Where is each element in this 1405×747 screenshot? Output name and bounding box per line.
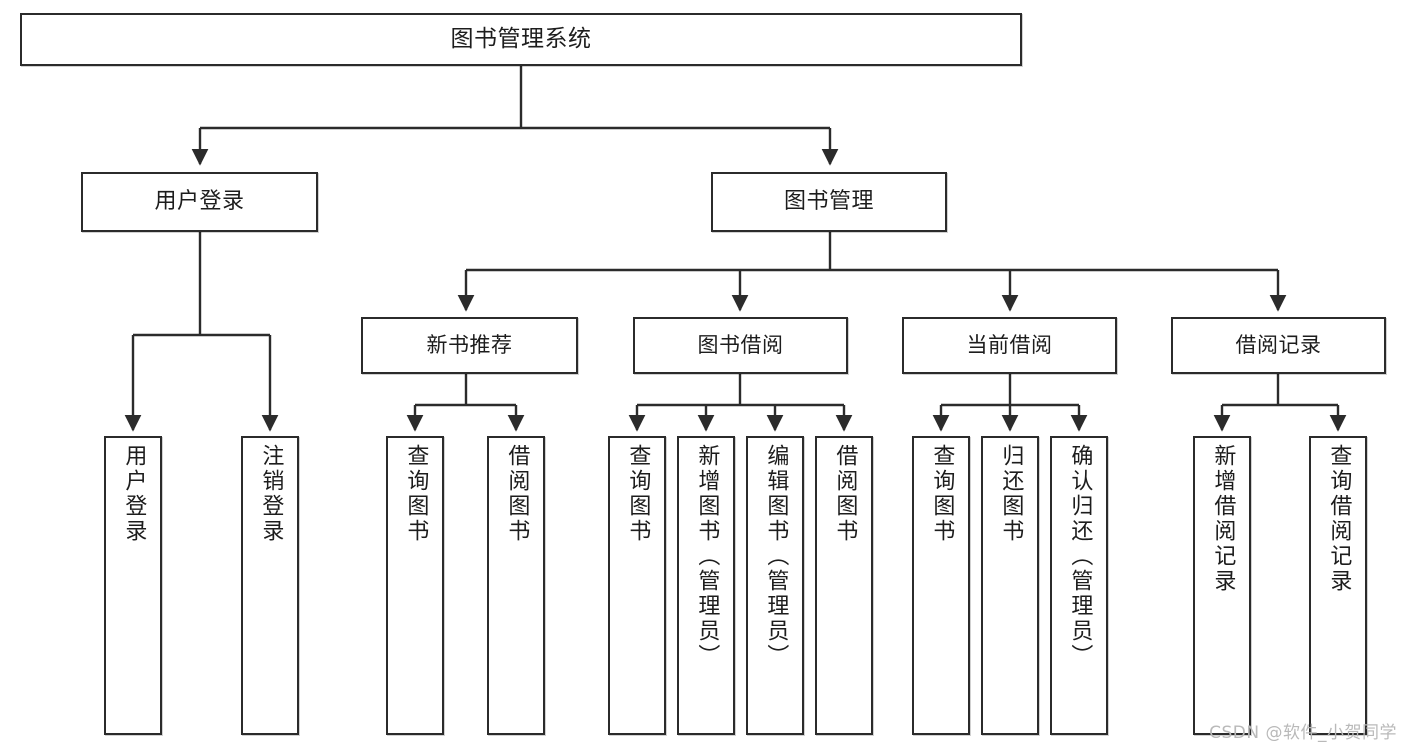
leaf-add-borrow-record[interactable]: 新增借阅记录 bbox=[1193, 436, 1251, 735]
leaf-edit-book-admin[interactable]: 编辑图书（管理员） bbox=[746, 436, 804, 735]
node-book-management[interactable]: 图书管理 bbox=[711, 172, 947, 232]
leaf-user-login[interactable]: 用户登录 bbox=[104, 436, 162, 735]
node-label: 借阅记录 bbox=[1235, 332, 1322, 357]
node-user-login[interactable]: 用户登录 bbox=[81, 172, 318, 232]
node-label: 注销登录 bbox=[258, 444, 284, 544]
leaf-return-book[interactable]: 归还图书 bbox=[981, 436, 1039, 735]
watermark: CSDN @软件_小贺同学 bbox=[1209, 723, 1397, 743]
leaf-add-book-admin[interactable]: 新增图书（管理员） bbox=[677, 436, 735, 735]
node-label: 用户登录 bbox=[154, 188, 245, 214]
node-label: 图书管理 bbox=[783, 188, 874, 214]
node-book-borrow[interactable]: 图书借阅 bbox=[633, 317, 848, 374]
leaf-confirm-return-admin[interactable]: 确认归还（管理员） bbox=[1050, 436, 1108, 735]
node-label: 归还图书 bbox=[998, 444, 1024, 544]
leaf-query-book-borrow[interactable]: 查询图书 bbox=[608, 436, 666, 735]
node-current-borrow[interactable]: 当前借阅 bbox=[902, 317, 1117, 374]
node-label: 查询图书 bbox=[625, 444, 651, 544]
node-new-book-recommend[interactable]: 新书推荐 bbox=[361, 317, 578, 374]
node-label: 确认归还（管理员） bbox=[1067, 444, 1093, 669]
node-label: 查询图书 bbox=[929, 444, 955, 544]
leaf-query-book-current[interactable]: 查询图书 bbox=[912, 436, 970, 735]
node-borrow-record[interactable]: 借阅记录 bbox=[1171, 317, 1386, 374]
leaf-borrow-book[interactable]: 借阅图书 bbox=[815, 436, 873, 735]
node-label: 借阅图书 bbox=[504, 444, 530, 544]
node-label: 新书推荐 bbox=[426, 332, 513, 357]
node-label: 编辑图书（管理员） bbox=[763, 444, 789, 669]
leaf-borrow-book-new[interactable]: 借阅图书 bbox=[487, 436, 545, 735]
node-label: 新增借阅记录 bbox=[1210, 444, 1236, 594]
node-label: 借阅图书 bbox=[832, 444, 858, 544]
node-label: 当前借阅 bbox=[966, 332, 1053, 357]
node-label: 查询图书 bbox=[403, 444, 429, 544]
leaf-query-book-new[interactable]: 查询图书 bbox=[386, 436, 444, 735]
node-label: 用户登录 bbox=[121, 444, 147, 544]
leaf-query-borrow-record[interactable]: 查询借阅记录 bbox=[1309, 436, 1367, 735]
node-label: 图书管理系统 bbox=[450, 25, 592, 52]
node-label: 图书借阅 bbox=[697, 332, 784, 357]
leaf-logout[interactable]: 注销登录 bbox=[241, 436, 299, 735]
node-root-system[interactable]: 图书管理系统 bbox=[20, 13, 1022, 66]
node-label: 新增图书（管理员） bbox=[694, 444, 720, 669]
node-label: 查询借阅记录 bbox=[1326, 444, 1352, 594]
